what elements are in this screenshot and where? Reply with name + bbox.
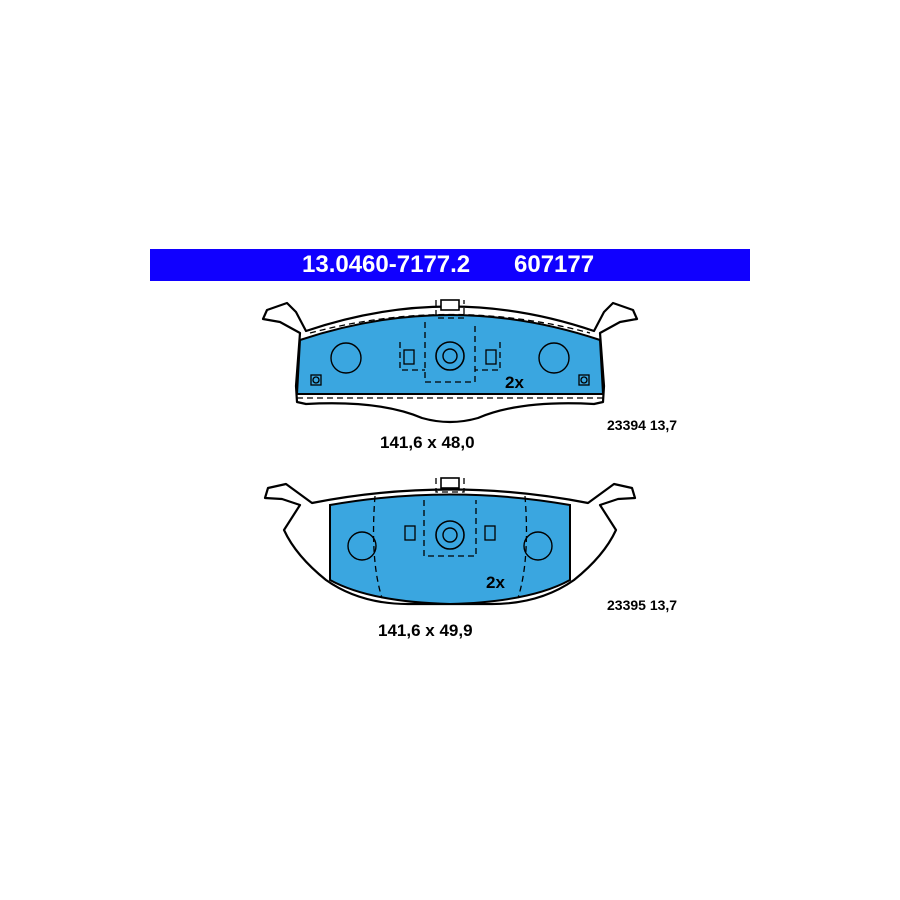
pad-1-dimensions: 141,6 x 48,0 xyxy=(380,433,475,452)
pad-2-code: 23395 13,7 xyxy=(607,597,678,613)
pad-1-code: 23394 13,7 xyxy=(607,417,678,433)
pad-2-quantity: 2x xyxy=(486,573,505,592)
brake-pad-2 xyxy=(263,477,637,606)
friction-material-1 xyxy=(295,314,605,395)
pad-1-quantity: 2x xyxy=(505,373,524,392)
header-banner: 13.0460-7177.2 607177 xyxy=(150,249,750,281)
pad-2-dimensions: 141,6 x 49,9 xyxy=(378,621,473,640)
part-number: 13.0460-7177.2 xyxy=(302,251,471,278)
article-number: 607177 xyxy=(514,251,595,278)
brake-pad-1 xyxy=(261,299,639,424)
